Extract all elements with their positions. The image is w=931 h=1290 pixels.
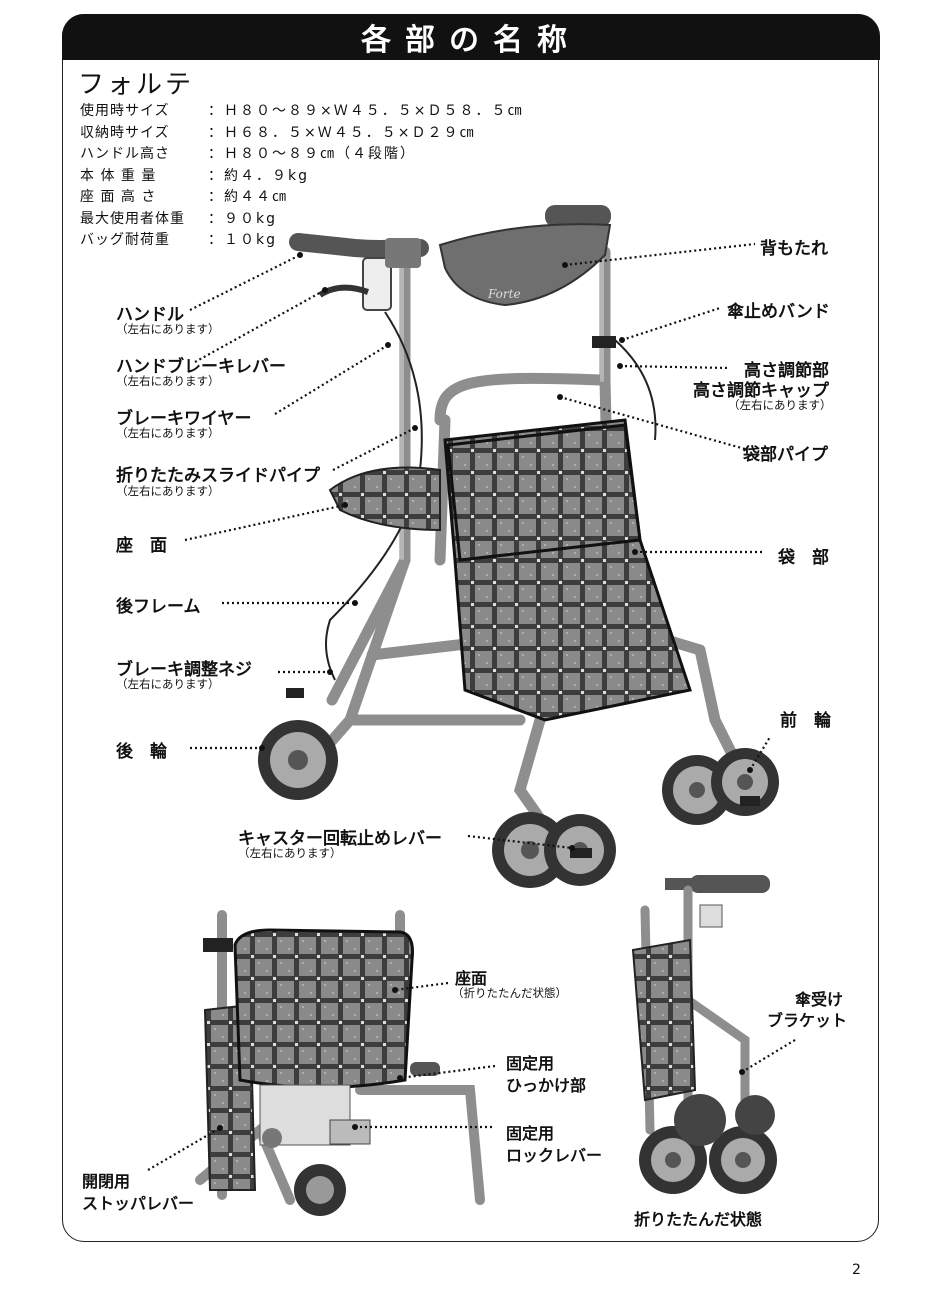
spec-key: 最大使用者体重 [80, 210, 185, 227]
spec-row: 座 面 高 さ ：約４４㎝ [80, 187, 523, 209]
model-name: フォルテ [78, 70, 195, 100]
section-header: 各部の名称 [62, 14, 880, 60]
spec-key: 本 体 重 量 [80, 167, 157, 184]
spec-value: ：９０kg [208, 210, 277, 227]
spec-key: 使用時サイズ [80, 103, 170, 119]
label-seat: 座 面 [116, 536, 167, 556]
spec-value: ：Ｈ８０～８９㎝（４段階） [208, 146, 416, 162]
label-seat-folded: 座面 [455, 969, 488, 988]
spec-row: ハンドル高さ ：Ｈ８０～８９㎝（４段階） [80, 144, 523, 166]
brand-logo: Forte [487, 287, 521, 301]
rear-wheel [258, 688, 338, 800]
spec-table: 使用時サイズ ：Ｈ８０～８９×Ｗ４５．５×Ｄ５８．５㎝ 収納時サイズ ：Ｈ６８．５×… [80, 101, 523, 252]
label-caster-lever-note: （左右にあります） [238, 846, 342, 860]
label-height-adjust-cap: 高さ調節キャップ [693, 381, 829, 401]
label-hook-line1: 固定用 [506, 1054, 555, 1073]
label-handle-note: （左右にあります） [116, 322, 220, 336]
leader-lines [184, 242, 771, 850]
main-walker: Forte [258, 205, 779, 888]
label-lock-line2: ロックレバー [506, 1146, 603, 1165]
front-casters [492, 748, 779, 888]
spec-row: 使用時サイズ ：Ｈ８０～８９×Ｗ４５．５×Ｄ５８．５㎝ [80, 101, 523, 123]
spec-row: 収納時サイズ ：Ｈ６８．５×Ｗ４５．５×Ｄ２９㎝ [80, 123, 523, 145]
label-folding-pipe-note: （左右にあります） [116, 484, 220, 498]
spec-row: 最大使用者体重 ：９０kg [80, 209, 523, 231]
label-umbrella-line2: ブラケット [767, 1011, 848, 1030]
label-backrest: 背もたれ [760, 239, 828, 259]
label-handle: ハンドル [116, 305, 184, 325]
leader-dots [259, 252, 753, 851]
spec-key: バッグ耐荷重 [80, 232, 170, 248]
label-umbrella-band: 傘止めバンド [727, 302, 830, 322]
label-bag: 袋 部 [778, 548, 829, 568]
label-umbrella-line1: 傘受け [795, 990, 844, 1009]
label-hand-brake-lever: ハンドブレーキレバー [116, 357, 286, 377]
spec-value: ：約４．９kg [208, 167, 309, 184]
label-folding-slide-pipe: 折りたたみスライドパイプ [116, 466, 320, 486]
label-rear-wheel: 後 輪 [116, 742, 167, 762]
label-brake-screw-note: （左右にあります） [116, 677, 220, 691]
label-brake-wire-note: （左右にあります） [116, 426, 220, 440]
label-hand-brake-note: （左右にあります） [116, 374, 220, 388]
spec-row: 本 体 重 量 ：約４．９kg [80, 166, 523, 188]
section-title: 各部の名称 [361, 23, 581, 58]
spec-key: ハンドル高さ [80, 146, 170, 162]
spec-value: ：Ｈ８０～８９×Ｗ４５．５×Ｄ５８．５㎝ [208, 103, 524, 119]
label-bag-pipe: 袋部パイプ [743, 445, 828, 465]
spec-value: ：約４４㎝ [208, 189, 288, 205]
label-brake-adjust-screw: ブレーキ調整ネジ [116, 660, 252, 680]
label-height-adjust: 高さ調節部 [744, 361, 829, 381]
page-number: 2 [852, 1262, 861, 1278]
label-brake-wire: ブレーキワイヤー [116, 409, 252, 429]
spec-value: ：Ｈ６８．５×Ｗ４５．５×Ｄ２９㎝ [208, 124, 476, 141]
label-seat-folded-note: （折りたたんだ状態） [452, 986, 567, 1000]
label-front-wheel: 前 輪 [780, 711, 831, 731]
spec-key: 収納時サイズ [80, 124, 170, 141]
spec-key: 座 面 高 さ [80, 189, 157, 205]
detail-photo [195, 910, 485, 1216]
label-rear-frame: 後フレーム [116, 597, 201, 617]
label-lock-line1: 固定用 [506, 1124, 555, 1143]
label-stopper-line2: ストッパレバー [82, 1194, 195, 1213]
detail-leader-lines [147, 981, 496, 1171]
folded-walker-photo [631, 875, 777, 1194]
spec-row: バッグ耐荷重 ：１０kg [80, 230, 523, 252]
label-caster-lever: キャスター回転止めレバー [238, 829, 442, 849]
label-folded-state: 折りたたんだ状態 [634, 1210, 763, 1229]
label-hook-line2: ひっかけ部 [506, 1076, 587, 1095]
label-stopper-line1: 開閉用 [82, 1172, 131, 1191]
label-height-cap-note: （左右にあります） [728, 398, 832, 412]
spec-value: ：１０kg [208, 232, 277, 248]
